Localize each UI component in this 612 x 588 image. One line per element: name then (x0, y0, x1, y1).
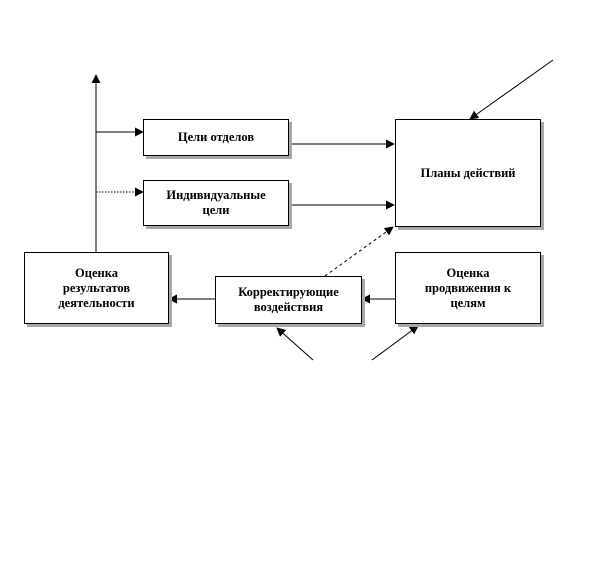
action-plans-box: Планы действий (395, 119, 541, 227)
corrective-to-plans-arrow (324, 226, 394, 277)
progress-evaluation-box: Оценка продвижения к целям (395, 252, 541, 324)
external-to-plans-arrow (469, 59, 554, 120)
performance-evaluation-box: Оценка результатов деятельности (24, 252, 169, 324)
external-to-progress-arrow (371, 325, 419, 361)
goals-departments-box: Цели отделов (143, 119, 289, 156)
individual-goals-box: Индивидуальные цели (143, 180, 289, 226)
external-to-corrective-arrow (276, 327, 314, 361)
corrective-actions-box: Корректирующие воздействия (215, 276, 362, 324)
